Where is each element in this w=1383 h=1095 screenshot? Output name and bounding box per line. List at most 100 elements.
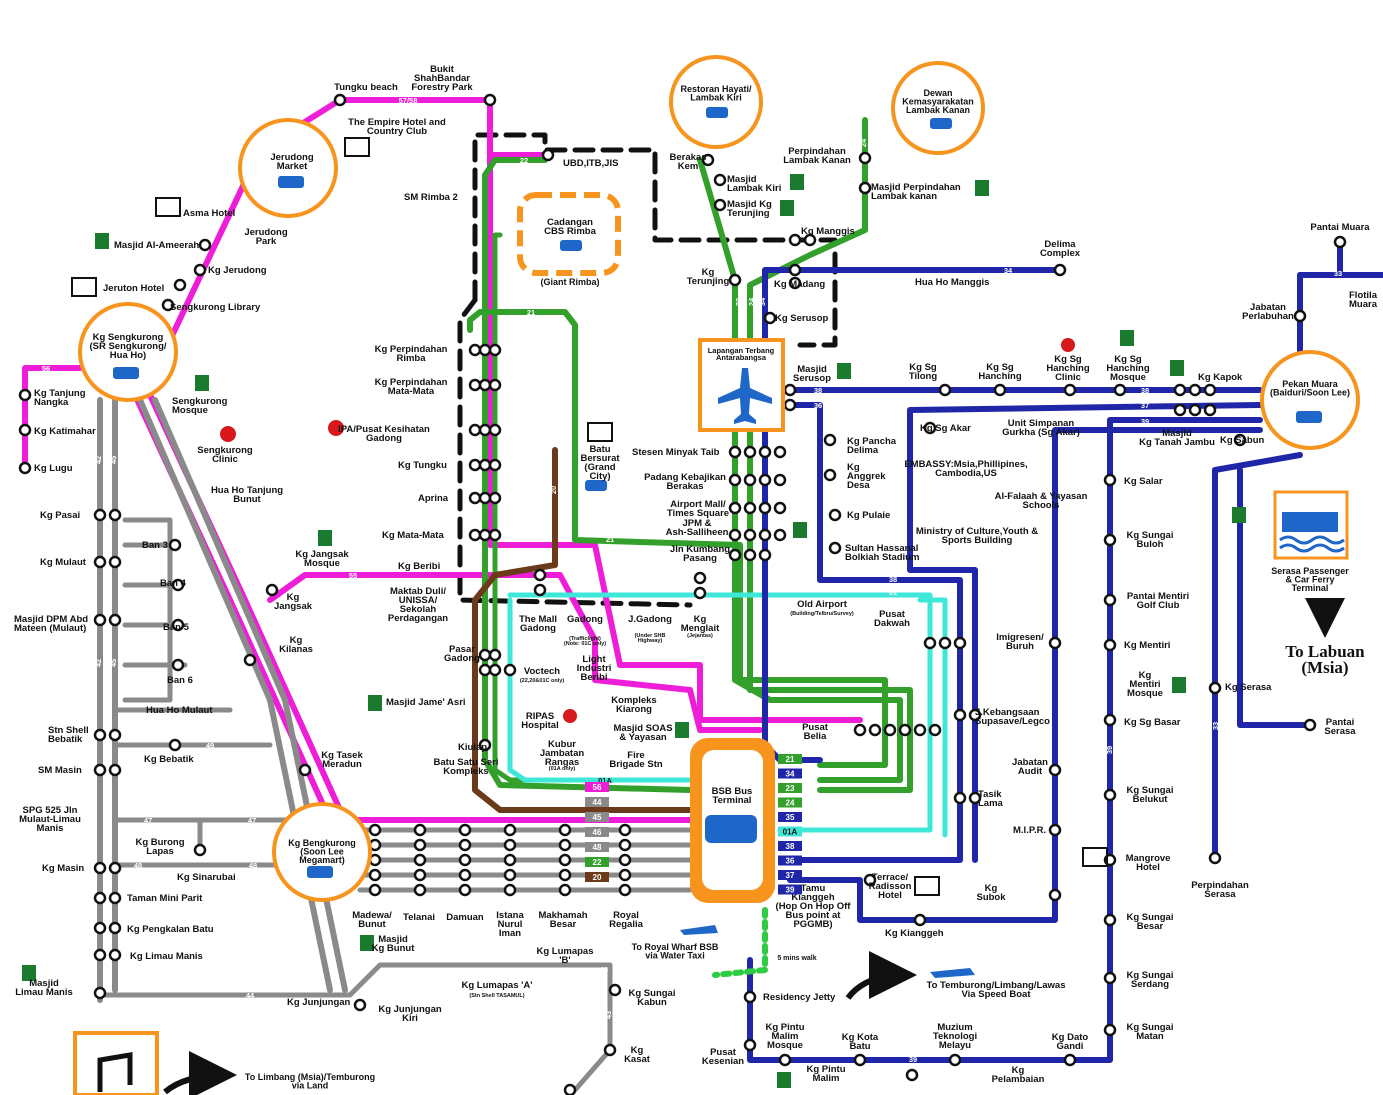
route-green-21 [467,309,888,768]
label-ban6: Ban 6 [167,675,193,686]
route-number-tag: 56 [42,364,50,373]
hotel-icon [587,422,613,442]
label-masjid-ameerah: Masjid Al-Ameerah [114,240,199,251]
hub-sengkurong[interactable] [78,302,178,402]
label-old-airport: Old Airport [797,599,848,610]
route-number-tag: 36 [889,561,897,570]
label-kg-sg-akar: Kg Sg Akar [920,423,971,434]
label-j-gadong: J.Gadong [628,614,672,625]
route-number-tag: 39 [1105,746,1114,754]
label-residency-jetty: Residency Jetty [763,992,836,1003]
route-number-tag: 49 [206,741,214,750]
route-grey-49 [112,707,273,748]
label-ban3: Ban 3 [142,540,168,551]
label-imigresen: Imigresen/Buruh [996,632,1044,652]
hub-pekan-muara[interactable] [1260,350,1360,450]
bus-icon [560,240,582,251]
label-airport-mall: Airport Mall/Times Square [667,499,729,519]
label-voctech-sub: (22,20&01C only) [520,678,564,684]
label-kg-mentiri: Kg Mentiri [1124,640,1170,651]
label-kg-salar: Kg Salar [1124,476,1163,487]
terminal-bay-number: 24 [786,799,795,808]
route-number-tag: 39 [909,1055,917,1064]
label-embassy: EMBASSY:Msia,Phillipines,Cambodia,US [904,459,1027,479]
terminal-bay-number: 48 [593,843,602,852]
bus-icons [113,107,1322,878]
speedboat-icon [680,925,975,978]
hub-restoran-label: Restoran Hayati/Lambak Kiri [680,84,752,103]
ferry-icon [1279,512,1345,553]
label-kg-pulaie: Kg Pulaie [847,510,890,521]
label-sm-rimba2: SM Rimba 2 [404,192,458,203]
label-taman-mini-parit: Taman Mini Parit [127,893,203,904]
label-kg-junjungan: Kg Junjungan [287,997,351,1008]
crescent-icon [563,709,577,723]
terminal-bay-bar [585,812,609,822]
hub-bengkurong[interactable] [272,802,372,902]
label-ban5: Ban 5 [163,622,190,633]
hub-jerudong-market[interactable] [238,118,338,218]
route-number-tag: 42 [94,659,103,667]
hub-cbs-rimba[interactable] [517,192,621,276]
label-kg-serusop: Kg Serusop [775,313,829,324]
route-number-tag: 36 [814,401,822,410]
label-kg-lumapas-a: Kg Lumapas 'A' [461,980,532,991]
terminal-bay-number: 38 [786,842,795,851]
bus-icon [930,118,952,129]
label-kg-lumapas-b: Kg Lumapas'B' [536,946,593,966]
mosque-icon [790,174,804,190]
hub-giant-rimba-label: (Giant Rimba) [540,277,599,287]
route-number-tag: 01A [598,776,612,785]
label-masjid-soas: Masjid SOAS& Yayasan [613,723,672,743]
route-magenta-56 [22,365,83,473]
label-masjid-jame-asri: Masjid Jame' Asri [386,697,466,708]
route-number-tag: 38 [1141,386,1149,395]
mosque-icon [1170,360,1184,376]
dest-labuan: To Labuan(Msia) [1285,642,1365,677]
label-voctech: Voctech [524,666,560,677]
mosque-icon [318,530,332,546]
hub-restoran-hayati[interactable] [669,55,763,149]
route-magenta-55 [267,572,763,733]
hub-dewan-lambak[interactable] [891,61,985,155]
mosque-icon [975,180,989,196]
label-kg-masin: Kg Masin [42,863,84,874]
terminal-bay-number: 56 [593,783,602,792]
clinic-crescent-icons [220,338,1075,723]
label-kg-kapok: Kg Kapok [1198,372,1243,383]
label-kg-manggis: Kg Manggis [801,226,855,237]
route-number-tag: 47 [248,816,256,825]
route-navy-37-loop [787,427,1263,923]
terminal-bay-bar [585,797,609,807]
terminal-bay-bar [778,826,802,837]
